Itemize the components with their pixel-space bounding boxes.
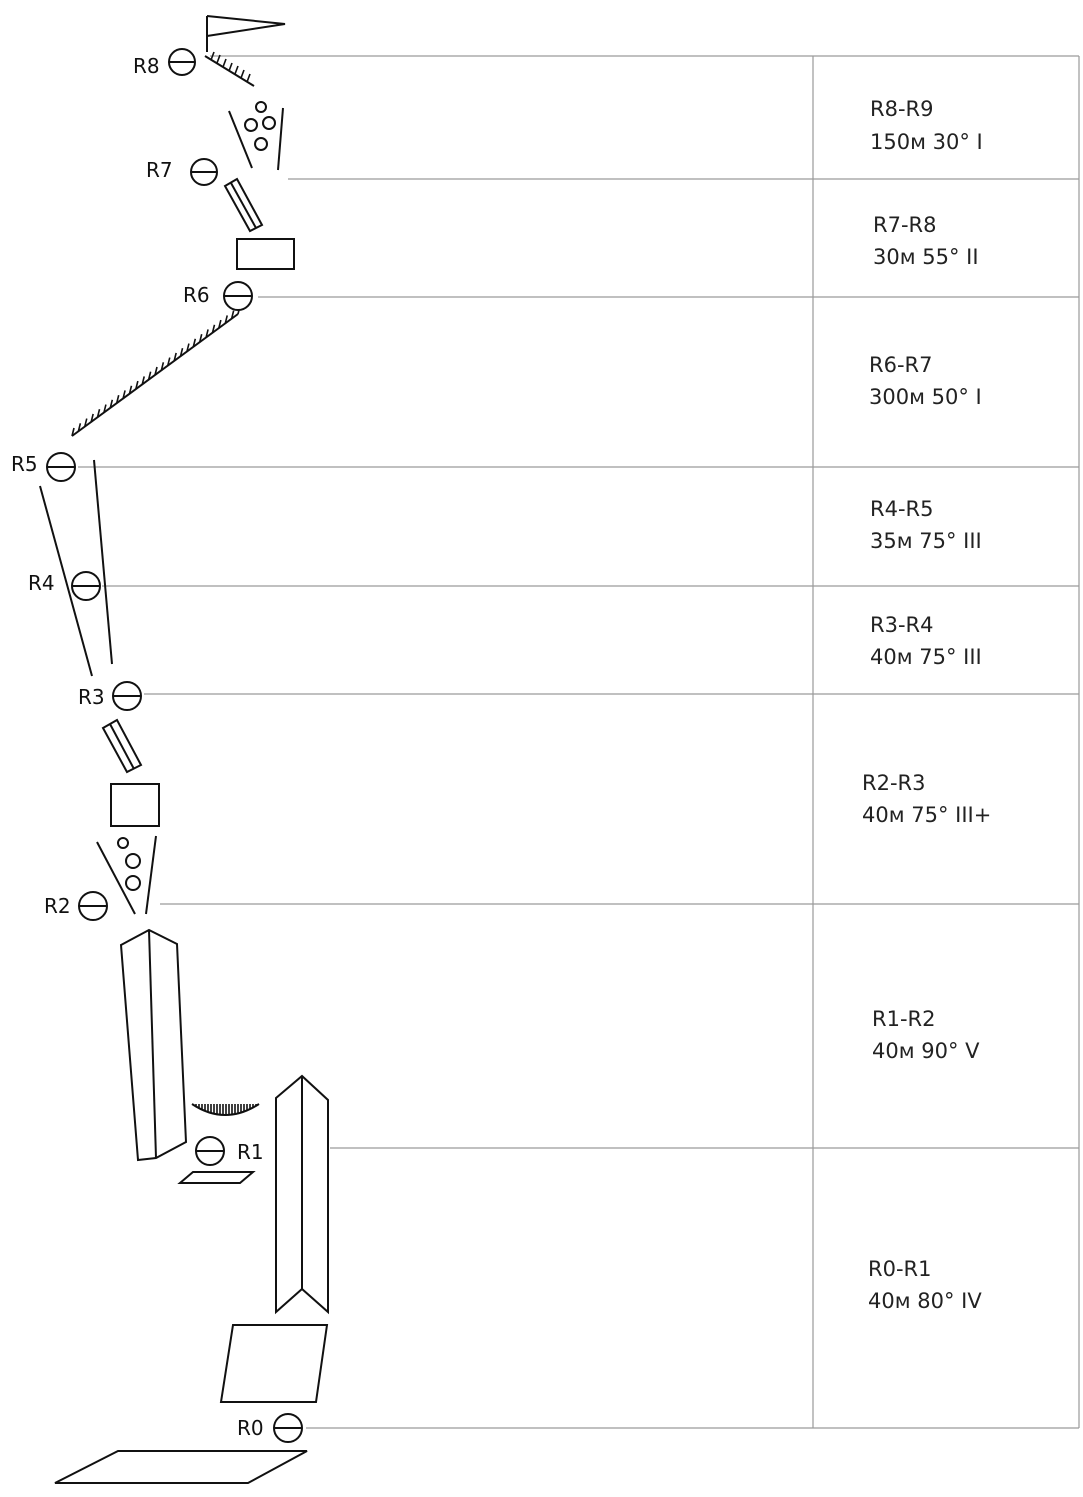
anchor-label: R2 [44,894,71,918]
pitch-r1-r2: R1-R2 40м 90° V [872,1007,980,1063]
dihedral-r1-r2 [119,928,188,1162]
anchor-label: R4 [28,571,55,595]
scree-couloir-lower [96,835,157,915]
ridge-hatch-r8 [204,51,255,87]
pitch-name: R3-R4 [870,613,933,637]
ledge-r1 [177,1171,256,1184]
pitch-name: R6-R7 [869,353,932,377]
anchor-label: R7 [146,158,173,182]
ridge-hatch-r5-r6 [71,305,241,437]
anchor-icon [168,48,196,76]
pitch-r3-r4: R3-R4 40м 75° III [870,613,982,669]
pitch-r7-r8: R7-R8 30м 55° II [873,213,979,269]
anchor-r1: R1 [195,1136,264,1166]
anchor-icon [78,891,108,921]
anchor-r5: R5 [11,452,76,482]
dihedral-r0-r1 [275,1074,329,1315]
pitch-r8-r9: R8-R9 150м 30° I [870,97,983,154]
pitch-details: 150м 30° I [870,130,983,154]
pitch-table-frame [78,55,1080,1429]
anchor-r3: R3 [78,681,142,711]
pitch-r2-r3: R2-R3 40м 75° III+ [862,771,991,827]
scree-couloir-upper [228,101,284,171]
anchor-label: R6 [183,283,210,307]
dihedral-r7 [223,177,264,233]
anchor-icon [112,681,142,711]
anchor-icon [195,1136,225,1166]
slab-r0 [219,1324,329,1403]
anchor-icon [46,452,76,482]
couloir-r3-r5 [39,459,113,677]
pitch-r0-r1: R0-R1 40м 80° IV [868,1257,982,1313]
anchor-icon [273,1413,303,1443]
base-platform [54,1450,308,1484]
pitch-r4-r5: R4-R5 35м 75° III [870,497,982,553]
summit-flag-icon [206,15,286,52]
pitch-details: 40м 75° III+ [862,803,991,827]
pitch-details: 40м 80° IV [868,1289,982,1313]
anchor-r0: R0 [237,1413,303,1443]
anchor-r6: R6 [183,281,253,311]
anchor-r7: R7 [146,158,218,186]
anchor-r4: R4 [28,571,101,601]
anchor-icon [190,158,218,186]
pitch-name: R0-R1 [868,1257,931,1281]
pitch-details: 40м 75° III [870,645,982,669]
anchor-label: R5 [11,452,38,476]
overhang-r1 [191,1103,260,1116]
pitch-details: 35м 75° III [870,529,982,553]
dihedral-r3 [101,718,143,774]
anchor-r2: R2 [44,891,108,921]
pitch-details: 40м 90° V [872,1039,980,1063]
anchor-icon [71,571,101,601]
pitch-r6-r7: R6-R7 300м 50° I [869,353,982,409]
anchor-icon [223,281,253,311]
pitch-details: 300м 50° I [869,385,982,409]
anchor-label: R3 [78,685,105,709]
pitch-name: R7-R8 [873,213,936,237]
pitch-name: R2-R3 [862,771,925,795]
block-r2-r3 [110,783,160,827]
pitch-details: 30м 55° II [873,245,979,269]
pitch-name: R4-R5 [870,497,933,521]
anchor-r8: R8 [133,48,196,78]
anchor-label: R0 [237,1416,264,1440]
anchor-label: R8 [133,54,160,78]
anchor-label: R1 [237,1140,264,1164]
pitch-name: R1-R2 [872,1007,935,1031]
pitch-name: R8-R9 [870,97,933,121]
block-r6-r7 [236,238,295,270]
